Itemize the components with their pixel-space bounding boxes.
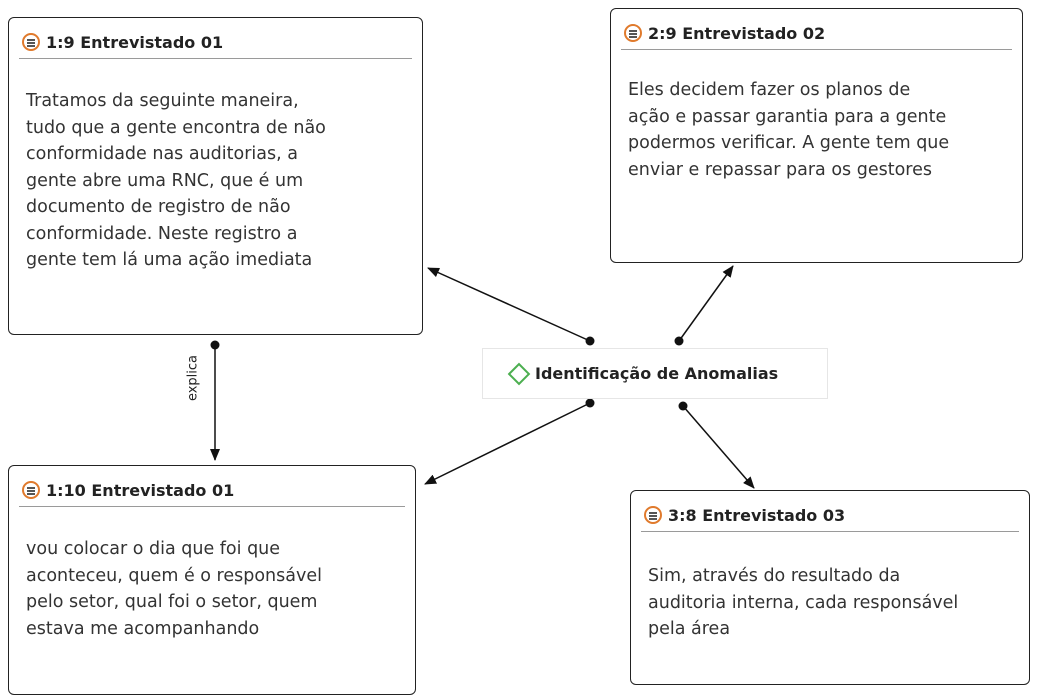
link-code-to-quote-3-8 bbox=[682, 405, 755, 489]
code-node[interactable]: Identificação de Anomalias bbox=[482, 348, 828, 399]
quote-node-1-9[interactable]: 1:9 Entrevistado 01 Tratamos da seguinte… bbox=[8, 17, 423, 335]
quote-header: 1:9 Entrevistado 01 bbox=[19, 26, 412, 59]
link-code-to-quote-1-10 bbox=[424, 402, 591, 485]
quote-title: 1:9 Entrevistado 01 bbox=[46, 32, 224, 52]
quote-text: Sim, através do resultado da auditoria i… bbox=[648, 566, 959, 639]
quote-header: 2:9 Entrevistado 02 bbox=[621, 17, 1012, 50]
quote-text: Tratamos da seguinte maneira, tudo que a… bbox=[26, 91, 326, 270]
quote-title: 3:8 Entrevistado 03 bbox=[668, 505, 846, 525]
quote-header: 3:8 Entrevistado 03 bbox=[641, 499, 1019, 532]
quote-header: 1:10 Entrevistado 01 bbox=[19, 474, 405, 507]
quote-node-2-9[interactable]: 2:9 Entrevistado 02 Eles decidem fazer o… bbox=[610, 8, 1023, 263]
diamond-code-icon bbox=[507, 362, 531, 385]
link-code-to-quote-3-8-dot bbox=[678, 401, 688, 411]
link-code-to-quote-1-9-dot bbox=[585, 336, 595, 346]
quote-node-3-8[interactable]: 3:8 Entrevistado 03 Sim, através do resu… bbox=[630, 490, 1030, 685]
code-label: Identificação de Anomalias bbox=[535, 364, 779, 383]
quotation-icon bbox=[624, 24, 642, 42]
quote-text: Eles decidem fazer os planos de ação e p… bbox=[628, 80, 950, 180]
relation-label: explica bbox=[183, 348, 203, 408]
link-code-to-quote-2-9-dot bbox=[674, 336, 684, 346]
quote-node-1-10[interactable]: 1:10 Entrevistado 01 vou colocar o dia q… bbox=[8, 465, 416, 695]
link-code-to-quote-2-9 bbox=[678, 265, 734, 342]
quote-text: vou colocar o dia que foi que aconteceu,… bbox=[26, 539, 322, 639]
quotation-icon bbox=[22, 481, 40, 499]
link-explica-origin-dot bbox=[210, 340, 220, 350]
quotation-icon bbox=[644, 506, 662, 524]
quote-title: 2:9 Entrevistado 02 bbox=[648, 23, 826, 43]
link-code-to-quote-1-9 bbox=[427, 267, 591, 342]
quotation-icon bbox=[22, 33, 40, 51]
relation-label-text: explica bbox=[185, 354, 201, 402]
link-code-to-quote-1-10-dot bbox=[585, 398, 595, 408]
quote-title: 1:10 Entrevistado 01 bbox=[46, 480, 235, 500]
